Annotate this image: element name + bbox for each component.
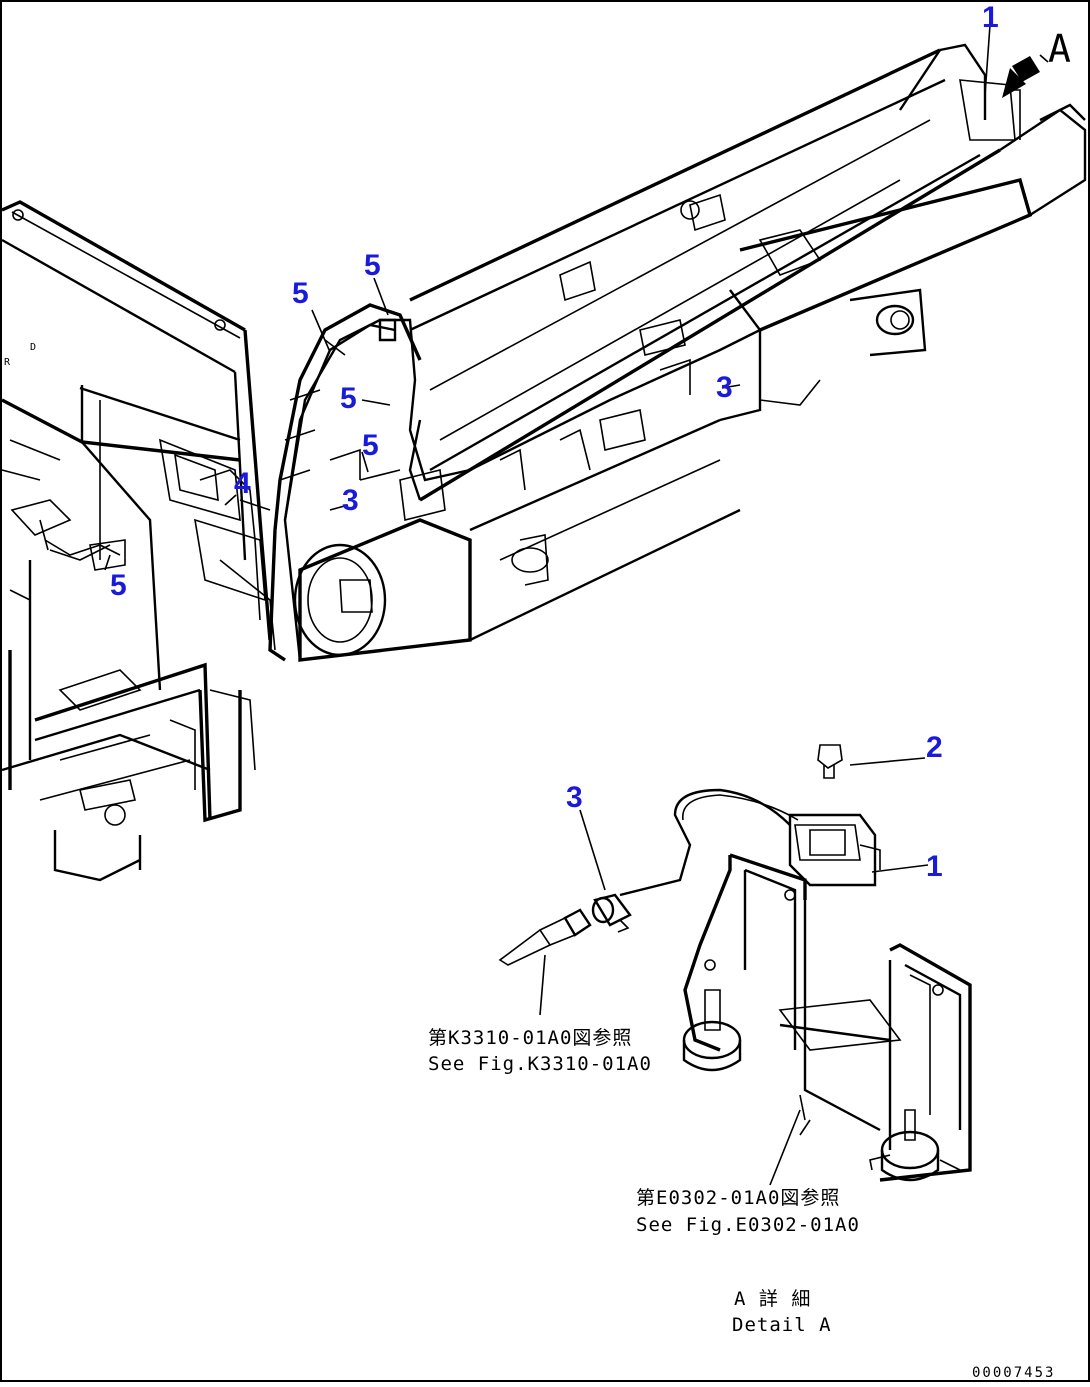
ref-note-1-en: See Fig.K3310-01A0: [428, 1053, 652, 1075]
callout-5-a: 5: [292, 277, 309, 310]
ref-note-2-en: See Fig.E0302-01A0: [636, 1214, 860, 1236]
callout-5-b: 5: [364, 249, 381, 282]
ref-note-2-jp: 第E0302-01A0図参照: [636, 1187, 840, 1209]
leader-lines: [104, 24, 991, 1186]
callout-5-e: 5: [110, 569, 127, 602]
callout-4: 4: [234, 467, 251, 500]
callout-3-detail: 3: [566, 781, 583, 814]
wiring-harness: [39, 318, 761, 661]
view-label: A: [1048, 27, 1071, 71]
rear-frame-assembly: [268, 43, 1087, 662]
callout-3-main: 3: [716, 371, 733, 404]
view-arrow: [1002, 54, 1049, 98]
callout-1-top: 1: [982, 1, 999, 34]
cab-mark-r: R: [4, 357, 11, 368]
callout-3-center: 3: [342, 484, 359, 517]
detail-caption-jp: A 詳 細: [734, 1288, 811, 1310]
ref-note-1-jp: 第K3310-01A0図参照: [428, 1027, 632, 1049]
cab-mark-d: D: [30, 342, 36, 353]
drawing-code: 00007453: [972, 1365, 1055, 1381]
detail-a-assembly: [498, 744, 972, 1182]
callout-5-d: 5: [362, 429, 379, 462]
detail-caption-en: Detail A: [732, 1314, 832, 1336]
cab-assembly: R D: [1, 200, 276, 882]
callout-2: 2: [926, 731, 943, 764]
callout-5-c: 5: [340, 382, 357, 415]
callout-1-detail: 1: [926, 850, 943, 883]
